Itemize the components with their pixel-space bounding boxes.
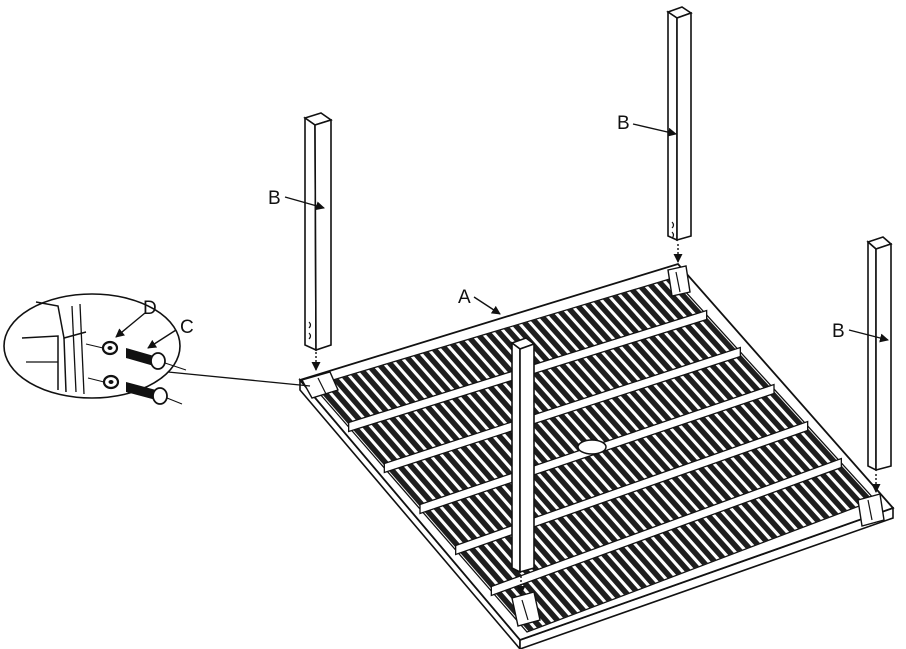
detail-callout bbox=[3, 293, 311, 405]
leg-front-right bbox=[866, 236, 893, 493]
corner-bracket-front-left bbox=[511, 591, 541, 627]
bolt-lower bbox=[126, 382, 183, 405]
washer-lower bbox=[102, 374, 120, 390]
label-table-top: A bbox=[458, 287, 471, 308]
label-leg-back-right: B bbox=[617, 113, 630, 134]
leg-front-left bbox=[510, 337, 536, 595]
leg-back-right bbox=[666, 6, 693, 263]
label-leg-back-left: B bbox=[268, 188, 281, 209]
corner-bracket-back-right bbox=[667, 265, 691, 297]
bolt-upper bbox=[126, 348, 187, 371]
cross-support bbox=[455, 420, 809, 556]
washer-upper bbox=[101, 340, 119, 356]
label-bolt: C bbox=[180, 317, 194, 338]
table-top bbox=[298, 262, 895, 649]
cross-support bbox=[490, 457, 842, 597]
corner-bracket-front-right bbox=[857, 493, 885, 527]
cross-support bbox=[383, 346, 741, 474]
umbrella-hole bbox=[577, 439, 607, 455]
label-leg-front-right: B bbox=[832, 321, 845, 342]
detail-bracket bbox=[21, 301, 87, 395]
corner-bracket-back-left bbox=[300, 371, 339, 399]
label-washer: D bbox=[143, 298, 157, 319]
leg-back-left bbox=[303, 112, 333, 371]
label-leaders bbox=[115, 123, 889, 349]
